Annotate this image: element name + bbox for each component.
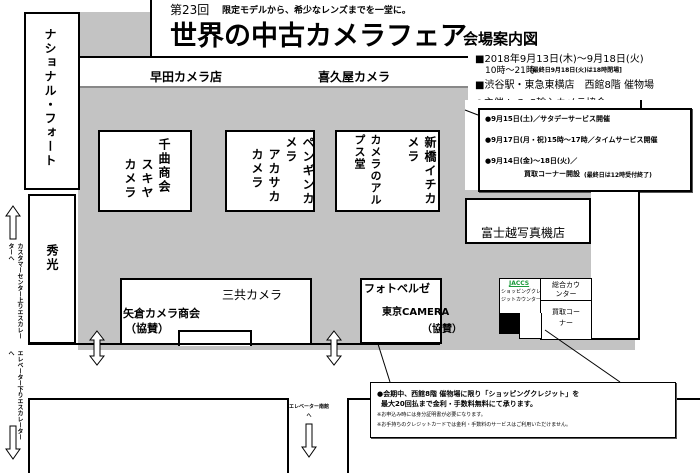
title-main: 世界の中古カメラフェア <box>170 21 467 52</box>
title-area <box>150 0 482 58</box>
shop-kikuya: 喜久屋カメラ <box>318 70 391 84</box>
island-2: ペンギンカメラ アカサカカメラ <box>225 130 315 212</box>
down-arrow-icon <box>5 425 21 460</box>
counter-gap <box>519 313 542 339</box>
credit-note: ●会期中、西館8階 催物場に限り「ショッピングクレジット」を 最大20回払まで金… <box>370 382 676 438</box>
direction-up: カスタマーセンター上りエスカレーターへ <box>7 243 23 339</box>
shop-yagura-note: （協賛） <box>125 322 169 335</box>
info-hours-note: [最終日9月18日(火)は18時閉場] <box>530 67 622 74</box>
down-arrow-icon <box>301 423 317 458</box>
direction-down: エレベーター下りエスカレーターへ <box>7 350 23 440</box>
title-sub: 会場案内図 <box>463 30 539 48</box>
counter-bump <box>178 330 252 346</box>
info-dates: ■2018年9月13日(木)〜9月18日(火) <box>475 54 644 65</box>
shop-photobelze: フォトベルゼ <box>364 282 430 295</box>
black-block <box>499 313 519 334</box>
info-venue: ■渋谷駅・東急東横店 西館8階 催物場 <box>475 80 654 91</box>
aisle-top <box>78 12 150 58</box>
shop-photobelze-block <box>360 278 442 344</box>
title-edition: 第23回 <box>170 3 210 17</box>
title-tagline: 限定モデルから、希少なレンズまでを一堂に。 <box>222 6 411 16</box>
right-column <box>591 192 640 340</box>
general-counter: 総合カウンター <box>540 278 592 302</box>
shop-waseda: 早田カメラ店 <box>150 70 223 84</box>
bottom-line <box>28 343 440 345</box>
shop-national-fort: ナショナル・フォート <box>24 12 80 190</box>
info-hours: 10時〜21時 <box>485 66 535 76</box>
double-arrow-icon <box>89 330 105 366</box>
shop-yagura: 矢倉カメラ商会 <box>123 307 200 320</box>
shop-fujikoshi: 富士越写真機店 <box>465 198 591 244</box>
shop-tokyo-camera: 東京CAMERA <box>382 307 450 318</box>
shop-tokyo-note: （協賛） <box>422 324 462 335</box>
event-box: ●9月15日(土)／サタデーサービス開催 ●9月17日(月・祝)15時〜17時／… <box>478 108 692 192</box>
lower-block-left <box>28 398 289 473</box>
buyback-corner: 買取コーナー <box>540 300 592 340</box>
island-3: 新橋イチカメラ カメラのアルプス堂 <box>335 130 440 212</box>
shop-shuko: 秀光 <box>28 194 76 344</box>
up-arrow-icon <box>5 205 21 240</box>
island-1: 千曲商会 スキヤカメラ <box>98 130 192 212</box>
direction-south: エレベーター南館へ <box>288 404 329 419</box>
double-arrow-icon <box>326 330 342 366</box>
top-band <box>78 56 468 88</box>
shop-sankyo: 三共カメラ <box>222 288 283 302</box>
